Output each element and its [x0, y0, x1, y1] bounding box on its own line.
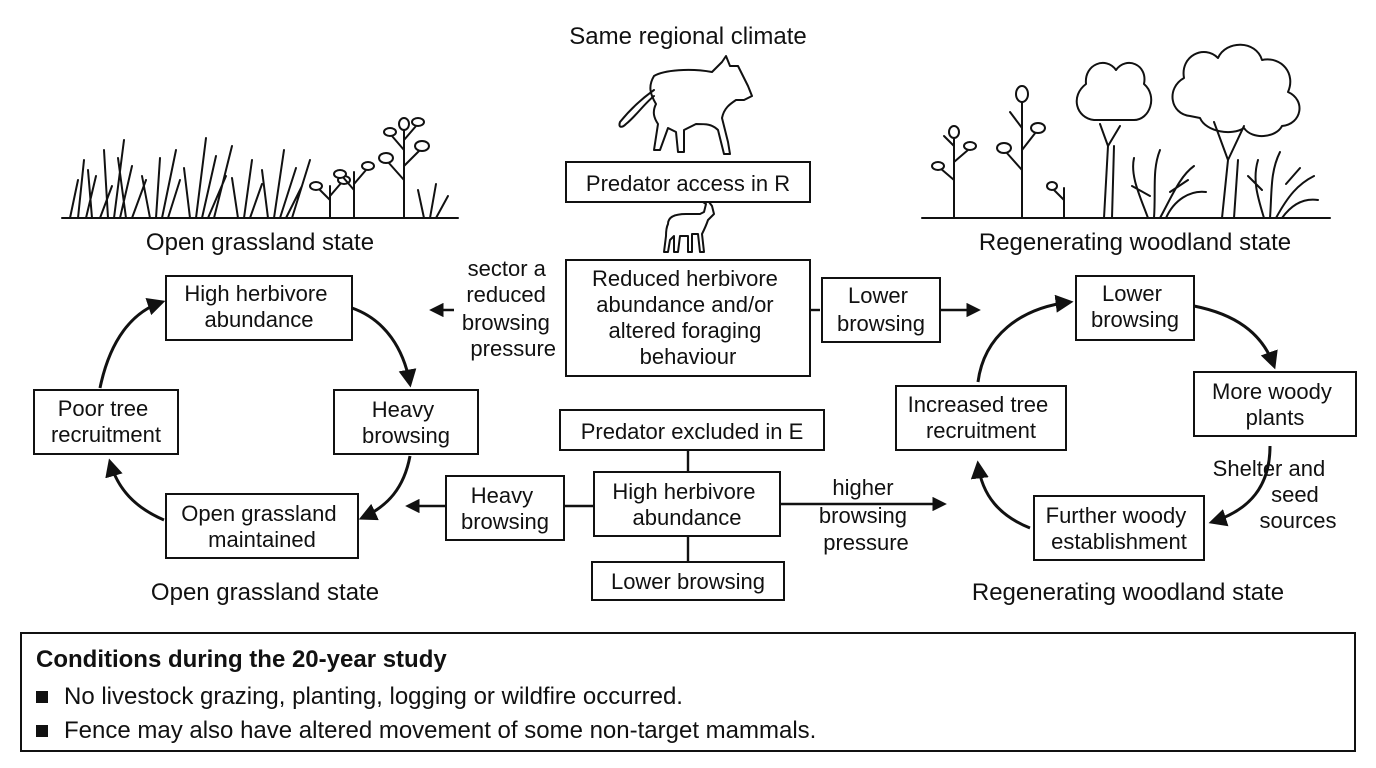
- predator-access-box: [565, 161, 811, 203]
- higher-pressure-label: higher browsing pressure: [819, 475, 913, 555]
- reduced-pressure-label: sector a reduced browsing pressure: [462, 256, 556, 361]
- right-increased-tree-box: [895, 385, 1067, 451]
- bottom-lower-browsing-text: Lower browsing: [611, 569, 765, 594]
- left-heavy-browsing-text: Heavy browsing: [362, 397, 450, 448]
- right-more-woody-text: More woody plants: [1212, 379, 1338, 430]
- left-heavy-browsing-box: [333, 389, 479, 455]
- grassland-state-label-top: Open grassland state: [146, 229, 374, 256]
- left-high-herbivore-text: High herbivore abundance: [184, 281, 333, 332]
- predator-excluded-box: [559, 409, 825, 451]
- center-lower-browsing-text: Lower browsing: [837, 283, 925, 336]
- condition-text: Fence may also have altered movement of …: [64, 717, 817, 744]
- diagram-title: Same regional climate: [569, 23, 806, 50]
- right-more-woody-box: [1193, 371, 1357, 437]
- bullet-icon: [36, 691, 48, 703]
- bullet-icon: [36, 725, 48, 737]
- reduced-herbivore-box: [565, 259, 811, 377]
- grassland-state-label-bottom: Open grassland state: [151, 579, 379, 606]
- condition-text: No livestock grazing, planting, logging …: [64, 683, 683, 710]
- wolf-icon: [618, 55, 753, 155]
- center-heavy-browsing-box: [445, 475, 565, 541]
- right-cycle-arrow-3: [970, 460, 1031, 530]
- bottom-lower-browsing-box: [591, 561, 785, 601]
- left-cycle-arrow-3: [105, 458, 165, 522]
- center-lower-browsing-box: [821, 277, 941, 343]
- left-high-herbivore-box: [165, 275, 353, 341]
- center-heavy-browsing-text: Heavy browsing: [461, 483, 549, 534]
- high-herbivore-center-text: High herbivore abundance: [612, 479, 761, 530]
- woodland-state-label-top: Regenerating woodland state: [979, 229, 1291, 256]
- left-cycle-arrow-2: [358, 455, 412, 521]
- right-cycle-arrow-4: [976, 294, 1074, 383]
- deer-icon: [663, 197, 715, 253]
- left-poor-tree-text: Poor tree recruitment: [51, 396, 161, 447]
- left-open-grassland-box: [165, 493, 359, 559]
- right-lower-browsing-text: Lower browsing: [1091, 281, 1179, 332]
- woodland-state-label-bottom: Regenerating woodland state: [972, 579, 1284, 606]
- right-lower-browsing-box: [1075, 275, 1195, 341]
- shelter-seed-label: Shelter and seed sources: [1213, 456, 1337, 533]
- grassland-icon: [61, 117, 459, 219]
- left-cycle-arrow-4: [98, 298, 166, 389]
- left-cycle-arrow-1: [351, 306, 417, 388]
- reduced-herbivore-text: Reduced herbivore abundance and/or alter…: [592, 266, 784, 369]
- predator-access-text: Predator access in R: [586, 171, 790, 196]
- left-open-grassland-text: Open grassland maintained: [181, 501, 342, 552]
- list-item: No livestock grazing, planting, logging …: [36, 680, 816, 714]
- conditions-list: No livestock grazing, planting, logging …: [36, 680, 816, 748]
- conditions-title: Conditions during the 20-year study: [36, 646, 447, 673]
- right-cycle-arrow-1: [1193, 304, 1278, 370]
- right-increased-tree-text: Increased tree recruitment: [908, 392, 1055, 443]
- right-cycle-arrow-2: [1208, 445, 1272, 527]
- left-poor-tree-box: [33, 389, 179, 455]
- predator-excluded-text: Predator excluded in E: [581, 419, 804, 444]
- woodland-icon: [921, 43, 1331, 219]
- right-further-woody-text: Further woody establishment: [1046, 503, 1193, 554]
- list-item: Fence may also have altered movement of …: [36, 714, 816, 748]
- right-further-woody-box: [1033, 495, 1205, 561]
- conditions-panel: Conditions during the 20-year study No l…: [20, 632, 1356, 752]
